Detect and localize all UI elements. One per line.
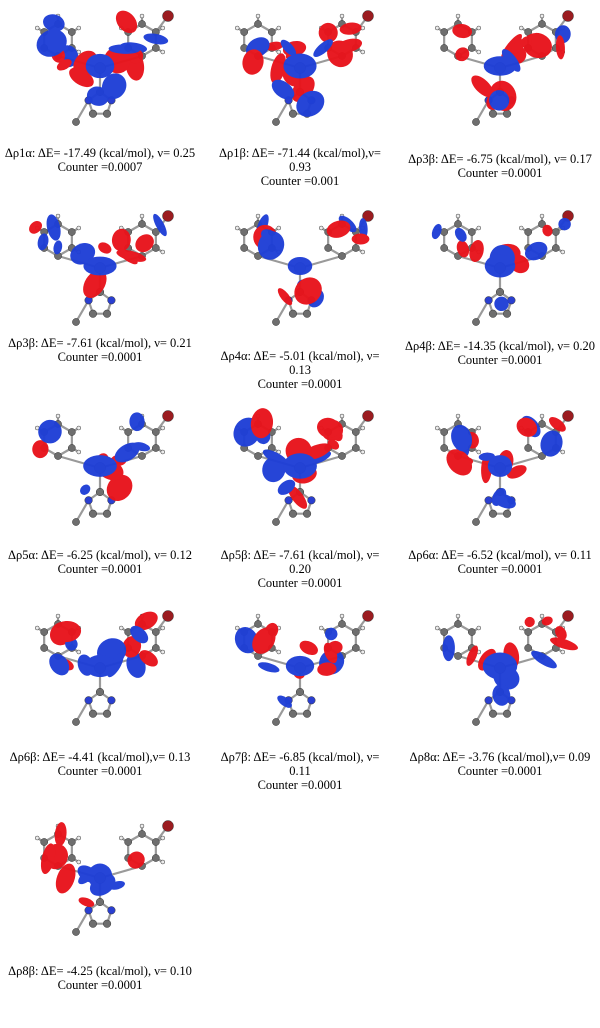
- caption-line: Δρ8α: ΔE= -3.76 (kcal/mol),ν= 0.09: [409, 750, 591, 764]
- deformation-density-image: [431, 210, 574, 326]
- caption-line: Δρ5α: ΔE= -6.25 (kcal/mol), ν= 0.12: [7, 548, 192, 562]
- caption-line: Counter =0.0001: [457, 562, 543, 576]
- density-lobes: [242, 22, 363, 117]
- caption-line: 0.93: [289, 160, 311, 174]
- caption-line: 0.11: [289, 764, 311, 778]
- caption-line: Δρ6α: ΔE= -6.52 (kcal/mol), ν= 0.11: [408, 548, 592, 562]
- caption-line: Counter =0.0001: [457, 764, 543, 778]
- caption-line: Δρ4α: ΔE= -5.01 (kcal/mol), ν=: [220, 349, 380, 363]
- caption-line: Counter =0.0001: [457, 166, 543, 180]
- deformation-density-image: [234, 610, 374, 726]
- deformation-density-image: [434, 10, 574, 126]
- caption-line: Counter =0.0001: [257, 576, 343, 590]
- caption-line: Δρ6β: ΔE= -4.41 (kcal/mol),ν= 0.13: [9, 750, 191, 764]
- caption-line: Δρ1β: ΔE= -71.44 (kcal/mol),ν=: [219, 146, 381, 160]
- density-lobes: [40, 822, 145, 907]
- caption-line: Δρ7β: ΔE= -6.85 (kcal/mol), ν=: [220, 750, 380, 764]
- density-lobes: [446, 415, 566, 509]
- deformation-density-image: [32, 410, 174, 526]
- deformation-density-image: [434, 410, 574, 526]
- caption-line: Counter =0.0001: [57, 350, 143, 364]
- caption-line: Δρ1α: ΔE= -17.49 (kcal/mol), ν= 0.25: [4, 146, 196, 160]
- caption-line: Counter =0.0001: [57, 764, 143, 778]
- density-lobes: [431, 217, 571, 312]
- deformation-density-image: [34, 10, 174, 126]
- density-lobes: [253, 214, 370, 308]
- caption-line: Counter =0.0001: [57, 562, 143, 576]
- deformation-density-image: [434, 610, 578, 726]
- density-lobes: [32, 412, 151, 501]
- caption-line: Δρ8β: ΔE= -4.25 (kcal/mol), ν= 0.10: [8, 964, 192, 978]
- density-lobes: [233, 408, 344, 509]
- deformation-density-image: [233, 408, 374, 526]
- density-lobes: [234, 622, 345, 708]
- deformation-density-image: [234, 10, 374, 126]
- deformation-density-image: [34, 610, 174, 726]
- density-lobes: [452, 23, 571, 111]
- molecule-skeleton: [34, 410, 174, 526]
- caption-line: Δρ5β: ΔE= -7.61 (kcal/mol), ν=: [220, 548, 380, 562]
- caption-line: Counter =0.0001: [257, 377, 343, 391]
- caption-line: Counter =0.0007: [57, 160, 143, 174]
- density-lobes: [29, 213, 167, 299]
- caption-line: Δρ3β: ΔE= -7.61 (kcal/mol), ν= 0.21: [8, 336, 192, 350]
- caption-line: Counter =0.0001: [257, 778, 343, 792]
- caption-line: 0.20: [289, 562, 311, 576]
- density-lobes: [49, 611, 158, 678]
- deformation-density-image: [234, 210, 374, 326]
- deformation-density-image: [34, 820, 174, 936]
- caption-line: 0.13: [289, 363, 311, 377]
- caption-line: Counter =0.001: [260, 174, 340, 188]
- density-lobes: [442, 616, 578, 706]
- deformation-density-image: [29, 210, 174, 326]
- density-lobes: [36, 10, 169, 106]
- caption-line: Counter =0.0001: [457, 353, 543, 367]
- caption-line: Counter =0.0001: [57, 978, 143, 992]
- caption-line: Δρ3β: ΔE= -6.75 (kcal/mol), ν= 0.17: [408, 152, 592, 166]
- caption-line: Δρ4β: ΔE= -14.35 (kcal/mol), ν= 0.20: [404, 339, 596, 353]
